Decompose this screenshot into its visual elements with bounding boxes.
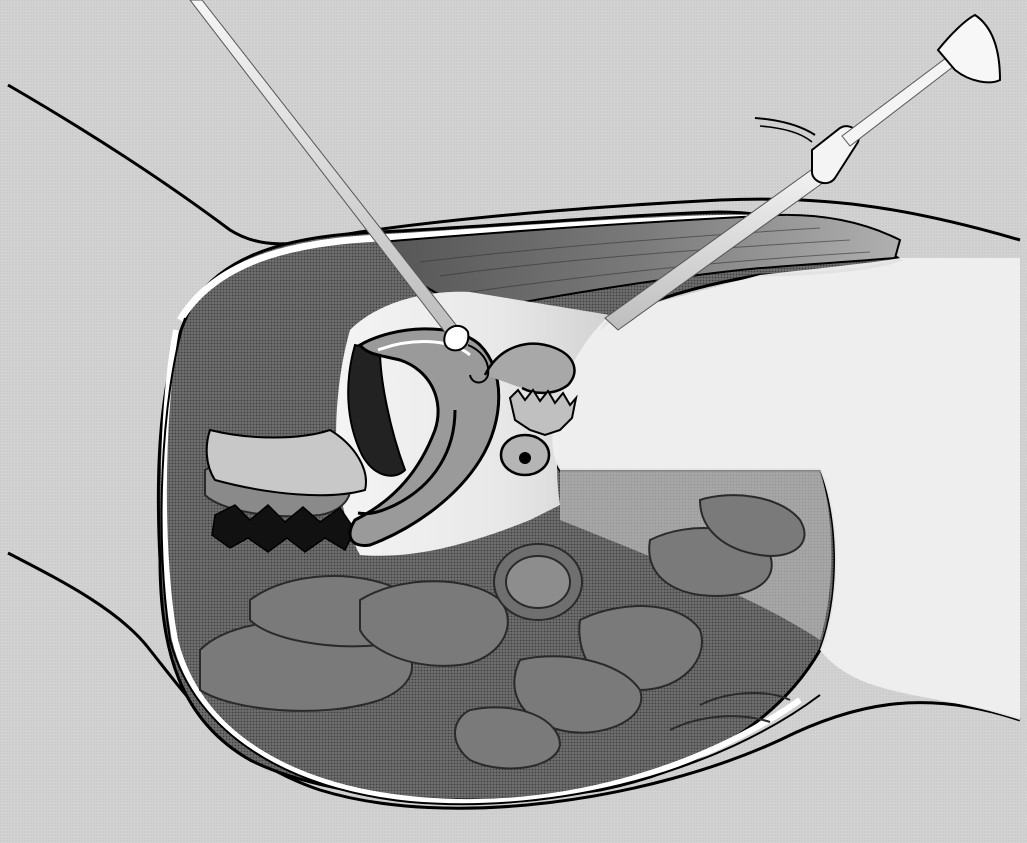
ovarian-follicle — [519, 452, 531, 464]
instrument-tip — [444, 326, 468, 351]
